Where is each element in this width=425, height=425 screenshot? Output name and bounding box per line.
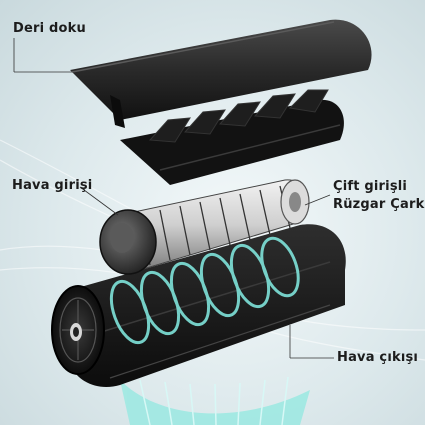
label-air-outlet: Hava çıkışı xyxy=(337,350,419,365)
ribbed-shell xyxy=(120,89,344,185)
label-air-inlet: Hava girişi xyxy=(12,178,93,193)
top-cover xyxy=(70,19,372,128)
main-housing xyxy=(51,224,346,387)
label-skin-texture: Deri doku xyxy=(13,21,86,36)
dual-inlet-impeller xyxy=(99,179,310,275)
label-dual-inlet-line1: Çift girişli xyxy=(333,179,408,194)
callout-lines xyxy=(13,38,334,359)
label-dual-inlet-impeller: Çift girişli Rüzgar Çarkı xyxy=(333,178,425,214)
label-dual-inlet-line2: Rüzgar Çarkı xyxy=(333,197,425,212)
air-outlet-jets xyxy=(120,376,310,425)
